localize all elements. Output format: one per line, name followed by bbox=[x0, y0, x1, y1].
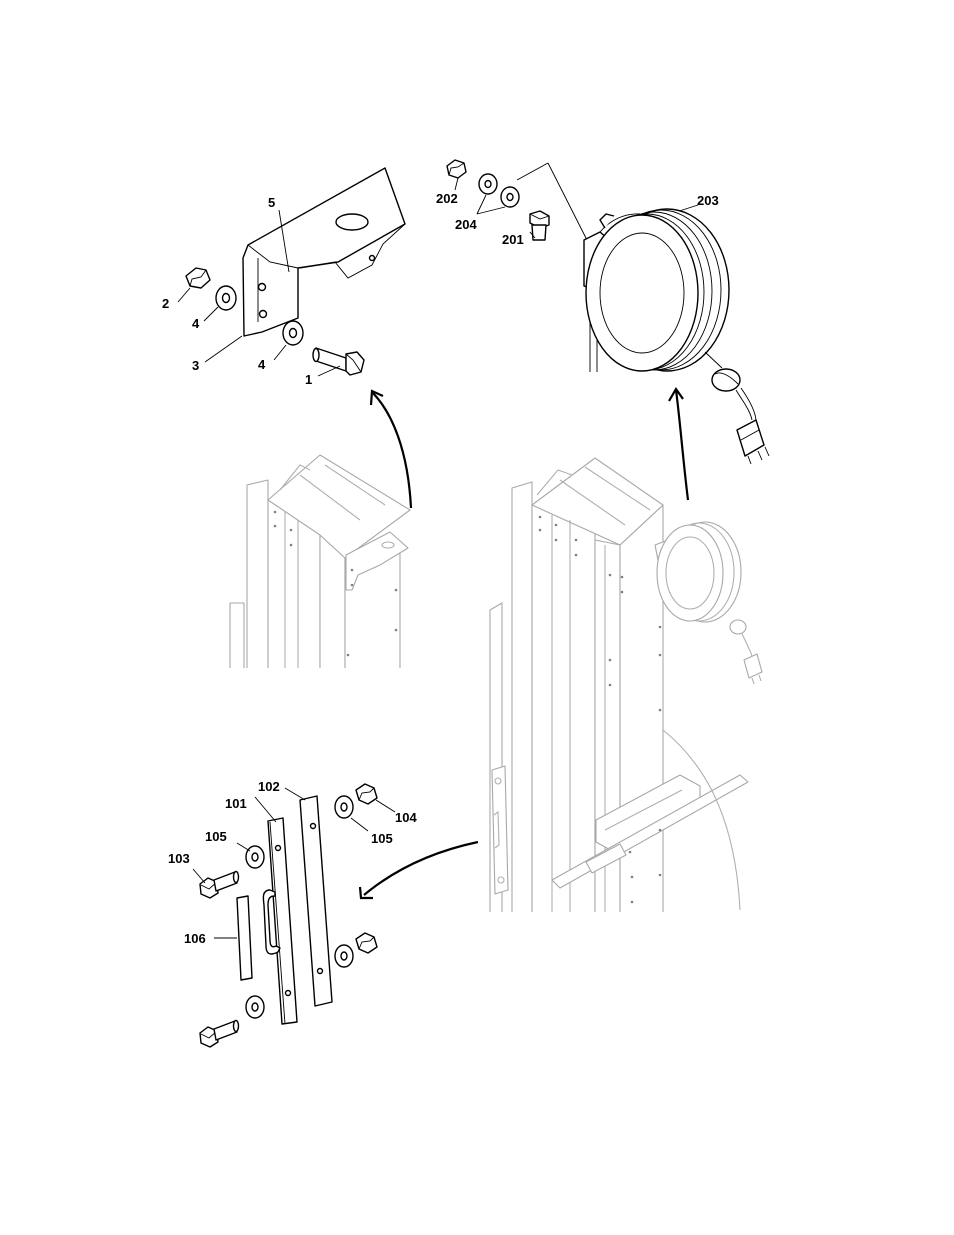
mounting-bracket-5 bbox=[243, 168, 405, 336]
callout-105-lower: 105 bbox=[371, 831, 393, 846]
callout-202: 202 bbox=[436, 191, 458, 206]
washer-105-nut-lower bbox=[335, 945, 353, 967]
callout-106: 106 bbox=[184, 931, 206, 946]
callout-203: 203 bbox=[697, 193, 719, 208]
callout-104: 104 bbox=[395, 810, 417, 825]
washer-204-b bbox=[501, 187, 519, 207]
callout-1: 1 bbox=[305, 372, 312, 387]
washer-4-lower bbox=[283, 321, 303, 345]
hex-bolt-103-upper bbox=[200, 872, 239, 899]
label-106 bbox=[237, 896, 252, 980]
washer-105-lower bbox=[246, 996, 264, 1018]
callout-204: 204 bbox=[455, 217, 477, 232]
washer-204-a bbox=[479, 174, 497, 194]
hex-bolt-103-lower bbox=[200, 1021, 239, 1048]
washer-105-upper bbox=[246, 846, 264, 868]
handle-detail: 102 101 105 103 106 104 105 bbox=[168, 779, 478, 1047]
hex-nut-104-upper bbox=[356, 784, 377, 804]
mast-left bbox=[230, 455, 410, 668]
callout-2: 2 bbox=[162, 296, 169, 311]
callout-4-upper: 4 bbox=[192, 316, 200, 331]
back-plate-102 bbox=[300, 796, 332, 1006]
hex-nut-104-lower bbox=[356, 933, 377, 953]
cord-reel-203 bbox=[586, 209, 729, 371]
callout-105-upper: 105 bbox=[205, 829, 227, 844]
hex-nut-202 bbox=[447, 160, 466, 178]
washer-105-nut-upper bbox=[335, 796, 353, 818]
callout-103: 103 bbox=[168, 851, 190, 866]
callout-201: 201 bbox=[502, 232, 524, 247]
assembly-arrow-reel bbox=[676, 390, 688, 500]
mast-right bbox=[490, 458, 762, 912]
assembly-arrow-handle bbox=[364, 842, 478, 895]
power-cord-plug bbox=[705, 352, 769, 464]
callout-5: 5 bbox=[268, 195, 275, 210]
callout-3: 3 bbox=[192, 358, 199, 373]
callout-101: 101 bbox=[225, 796, 247, 811]
hex-bolt-1 bbox=[313, 348, 364, 375]
reel-detail: 202 204 201 203 bbox=[436, 160, 769, 500]
callout-4-lower: 4 bbox=[258, 357, 266, 372]
washer-4-upper bbox=[216, 286, 236, 310]
hex-nut-2 bbox=[186, 268, 210, 288]
bracket-detail: 5 2 4 3 4 1 bbox=[162, 168, 411, 508]
callout-102: 102 bbox=[258, 779, 280, 794]
